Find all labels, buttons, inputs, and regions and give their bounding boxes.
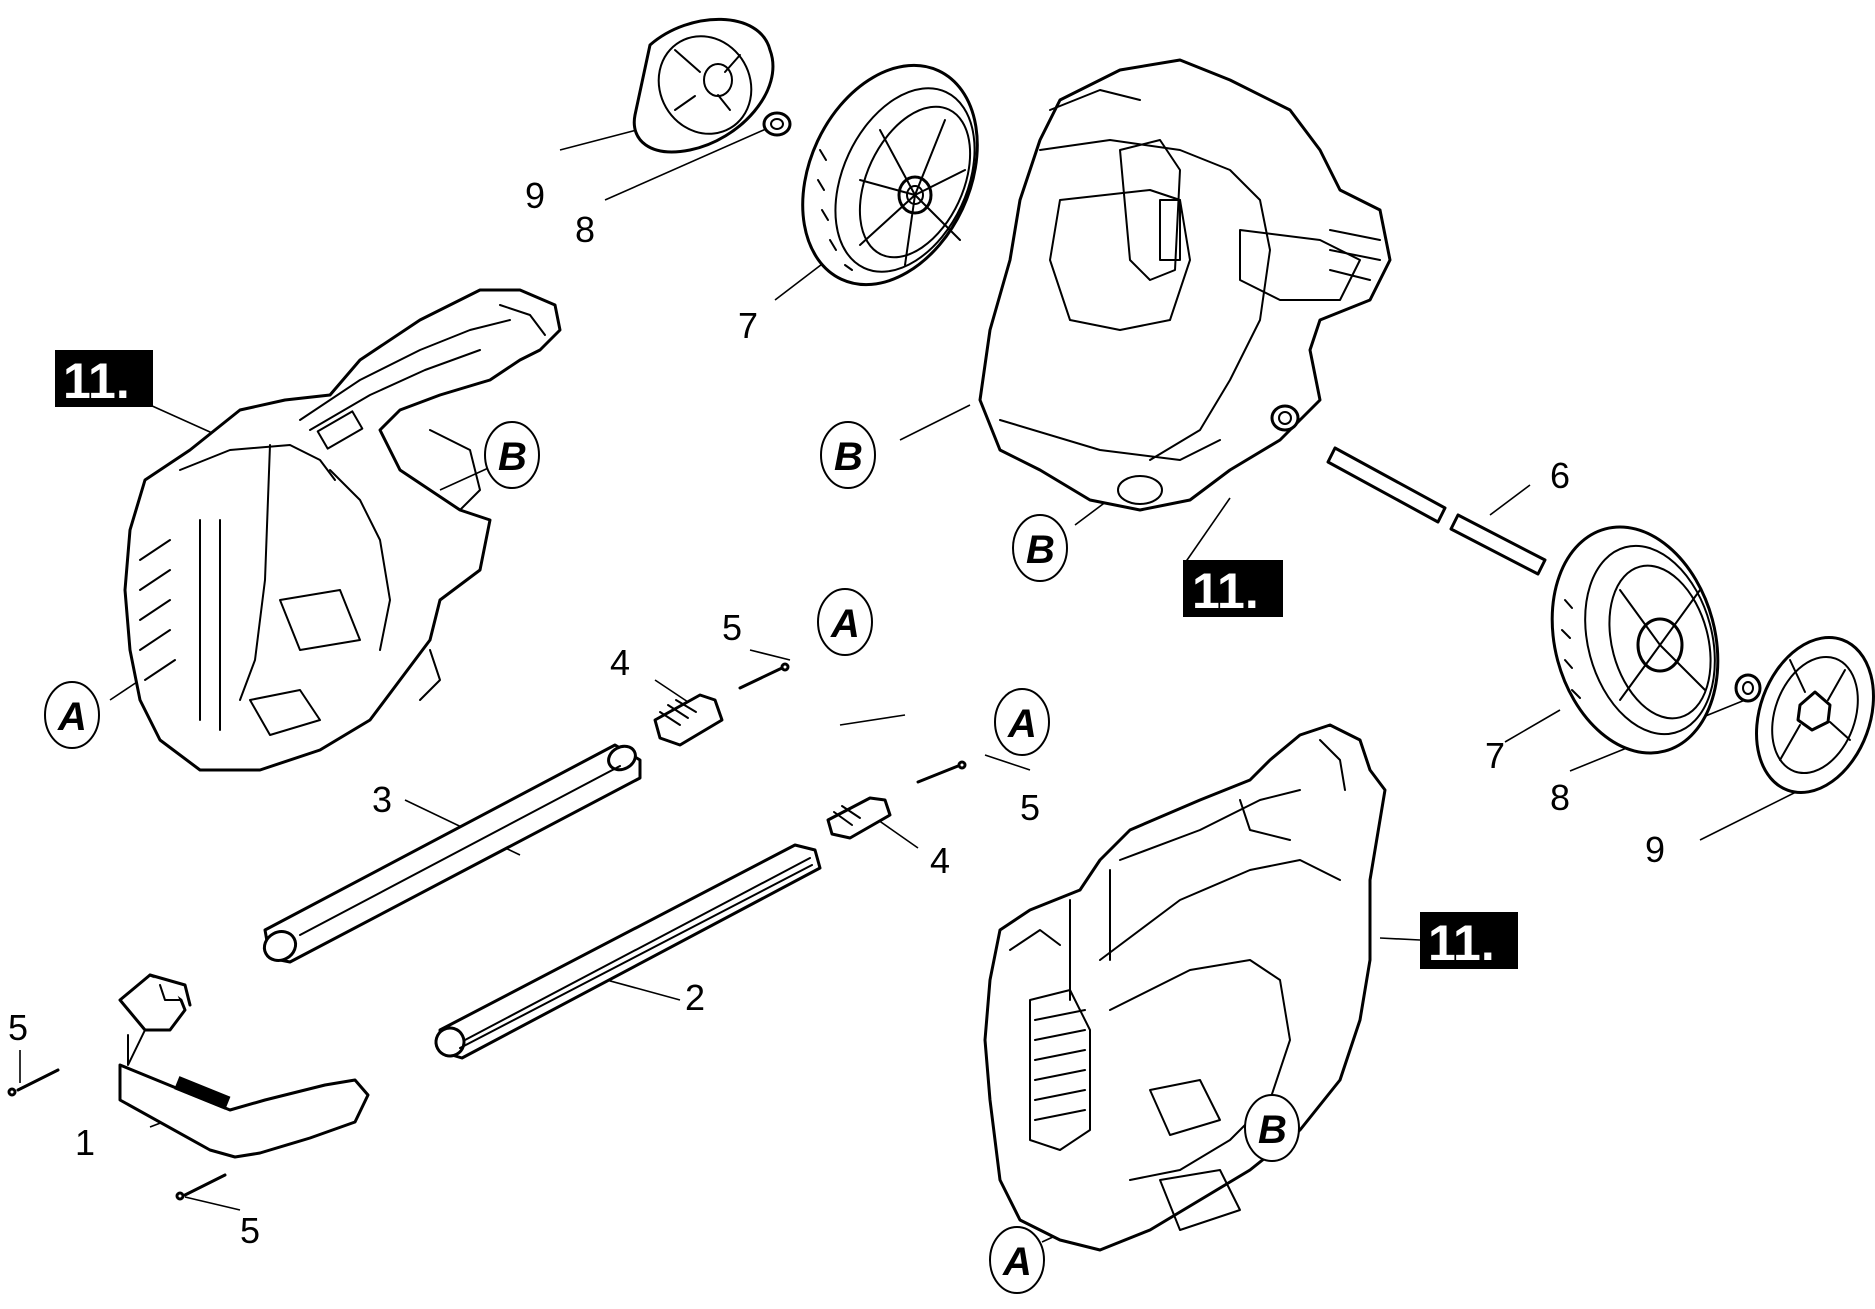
connector-marker-a-right: A bbox=[989, 1226, 1045, 1294]
label-9-right: 9 bbox=[1645, 829, 1665, 870]
label-5-a: 5 bbox=[722, 607, 742, 648]
label-4-a: 4 bbox=[610, 642, 630, 683]
connector-marker-b-right: B bbox=[1244, 1094, 1300, 1162]
label-4-b: 4 bbox=[930, 840, 950, 881]
rear-housing-part bbox=[978, 58, 1392, 512]
label-8-top: 8 bbox=[575, 209, 595, 250]
connector-marker-a-upper-tube: A bbox=[817, 588, 873, 656]
connector-marker-b-mid-upper: B bbox=[820, 421, 876, 489]
housing-callout-mid: 11. bbox=[1183, 560, 1283, 619]
label-8-right: 8 bbox=[1550, 777, 1570, 818]
connector-marker-b-left: B bbox=[484, 421, 540, 489]
housing-label-mid: 11. bbox=[1192, 563, 1259, 619]
wheel-right bbox=[1550, 525, 1720, 755]
label-7-top: 7 bbox=[738, 305, 758, 346]
tube-upper bbox=[262, 743, 642, 964]
retaining-ring-right bbox=[1734, 673, 1762, 703]
housing-callout-left: 11. bbox=[55, 350, 153, 409]
svg-text:A: A bbox=[57, 695, 87, 739]
svg-text:B: B bbox=[1026, 528, 1055, 572]
axle-rod bbox=[1326, 446, 1547, 576]
wheel-top bbox=[801, 63, 979, 287]
retaining-ring-top bbox=[762, 111, 792, 137]
wheel-cap-right bbox=[1755, 636, 1875, 794]
label-7-right: 7 bbox=[1485, 735, 1505, 776]
svg-text:B: B bbox=[1258, 1108, 1287, 1152]
svg-text:B: B bbox=[834, 435, 863, 479]
handle-grip bbox=[118, 973, 370, 1159]
wheel-cap-top bbox=[632, 17, 775, 154]
tube-lower bbox=[434, 843, 822, 1060]
label-9-top: 9 bbox=[525, 175, 545, 216]
label-6: 6 bbox=[1550, 455, 1570, 496]
connector-marker-b-mid-lower: B bbox=[1012, 514, 1068, 582]
housing-label-left: 11. bbox=[63, 353, 130, 409]
label-2: 2 bbox=[685, 977, 705, 1018]
svg-text:A: A bbox=[830, 602, 860, 646]
connector-marker-a-left: A bbox=[44, 681, 100, 749]
plug-connector-upper bbox=[653, 693, 724, 747]
screws bbox=[7, 662, 967, 1201]
svg-text:B: B bbox=[498, 435, 527, 479]
front-housing-half bbox=[983, 723, 1387, 1252]
left-housing-half bbox=[123, 288, 562, 772]
part-number-labels: 9 8 7 5 4 3 5 4 2 5 1 5 6 7 8 9 bbox=[8, 175, 1665, 1251]
connector-marker-a-lower-tube: A bbox=[994, 688, 1050, 756]
housing-callout-right: 11. bbox=[1420, 912, 1518, 971]
svg-text:A: A bbox=[1002, 1240, 1032, 1284]
svg-text:A: A bbox=[1007, 702, 1037, 746]
housing-label-right: 11. bbox=[1428, 915, 1495, 971]
label-3: 3 bbox=[372, 779, 392, 820]
label-5-d: 5 bbox=[240, 1210, 260, 1251]
label-1: 1 bbox=[75, 1122, 95, 1163]
label-5-b: 5 bbox=[1020, 787, 1040, 828]
plug-connector-lower bbox=[826, 796, 892, 840]
label-5-c: 5 bbox=[8, 1007, 28, 1048]
